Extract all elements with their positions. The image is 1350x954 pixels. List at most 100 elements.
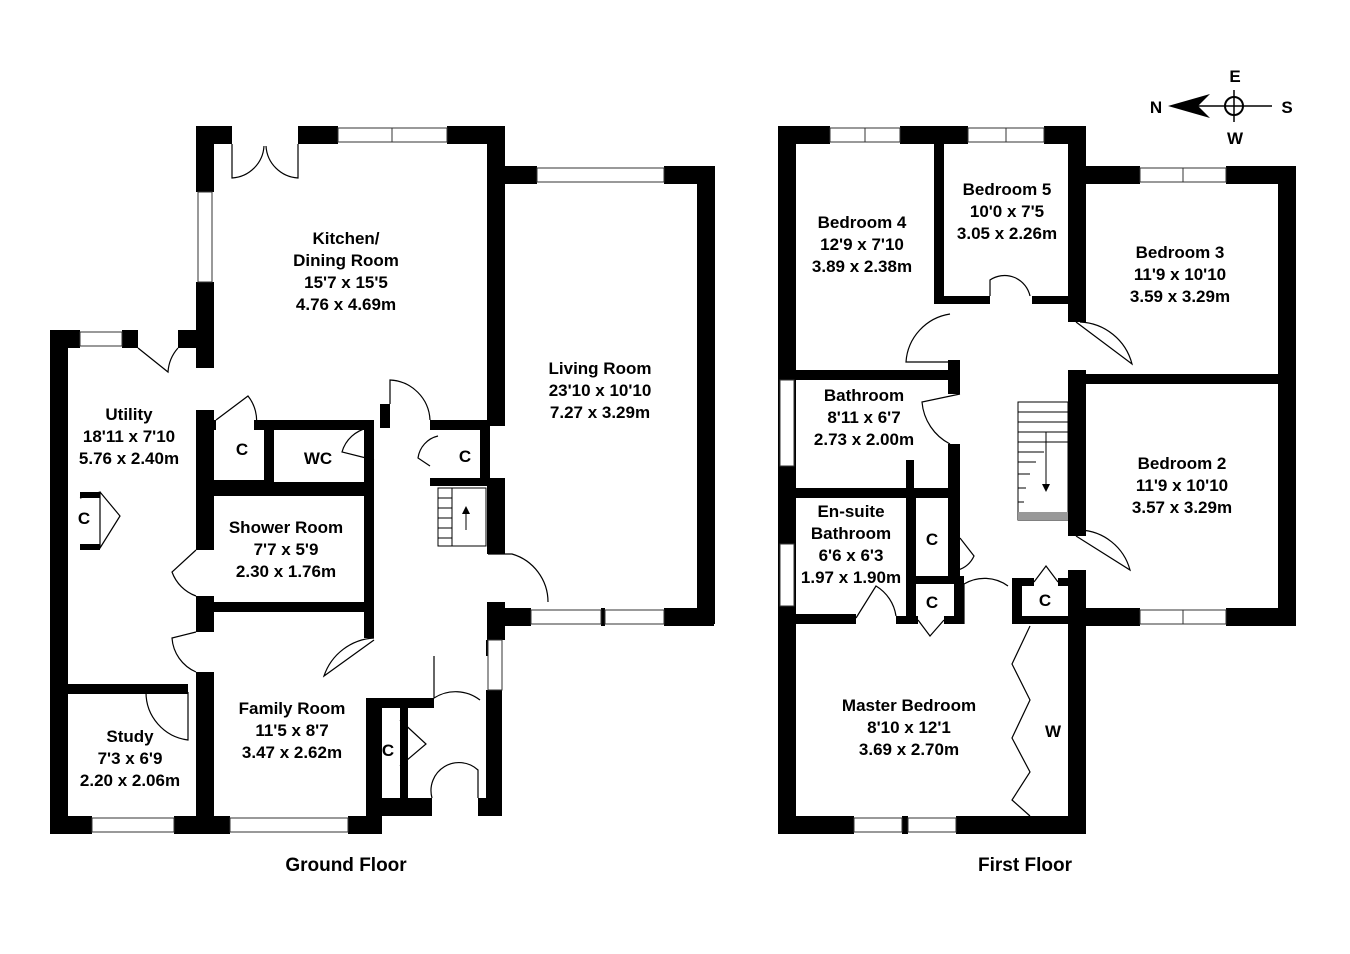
door-swing [171, 549, 197, 597]
wardrobe-label: W [1045, 722, 1062, 741]
wall [778, 816, 854, 834]
wall [430, 478, 490, 486]
wall [487, 478, 505, 554]
door-swing [430, 761, 479, 799]
wall [178, 330, 214, 348]
bed2-imperial: 11'9 x 10'10 [1136, 476, 1228, 495]
master-metric: 3.69 x 2.70m [859, 740, 959, 759]
door-swing [322, 637, 375, 678]
wall [906, 488, 916, 624]
wall [480, 420, 490, 486]
wall [902, 816, 908, 834]
ensuite-metric: 1.97 x 1.90m [801, 568, 901, 587]
compass-e: E [1229, 67, 1240, 86]
bed4-imperial: 12'9 x 7'10 [820, 235, 904, 254]
window [779, 543, 795, 607]
door-swing [341, 427, 375, 461]
wall [1068, 374, 1296, 384]
wall [1058, 578, 1086, 586]
first-floor-windows [779, 127, 1227, 833]
kitchen-name: Kitchen/ [312, 229, 379, 248]
staircase [1017, 401, 1069, 521]
family-metric: 3.47 x 2.62m [242, 743, 342, 762]
shower-metric: 2.30 x 1.76m [236, 562, 336, 581]
bed5-name: Bedroom 5 [963, 180, 1052, 199]
window [530, 609, 602, 625]
wall [1068, 126, 1086, 322]
wall [1068, 570, 1086, 834]
door-swing [145, 691, 189, 741]
study-name: Study [106, 727, 154, 746]
shower-name: Shower Room [229, 518, 343, 537]
shower-imperial: 7'7 x 5'9 [254, 540, 319, 559]
kitchen-imperial: 15'7 x 15'5 [304, 273, 388, 292]
wall [298, 126, 338, 144]
wall [956, 816, 1086, 834]
window [604, 609, 665, 625]
living-metric: 7.27 x 3.29m [550, 403, 650, 422]
kitchen-metric: 4.76 x 4.69m [296, 295, 396, 314]
kitchen-name-2: Dining Room [293, 251, 399, 270]
door-swing [389, 379, 431, 421]
bed3-imperial: 11'9 x 10'10 [1134, 265, 1226, 284]
window [779, 379, 795, 467]
wall [122, 330, 138, 348]
wall [366, 798, 432, 816]
window [907, 817, 957, 833]
wall [214, 480, 274, 490]
ground-stairs [437, 487, 487, 547]
door-swing [171, 631, 197, 673]
compass-w: W [1227, 129, 1244, 148]
wall [1032, 296, 1076, 304]
cupboard-label: C [926, 593, 938, 612]
wall [697, 166, 715, 624]
cupboard-door [399, 719, 427, 767]
window [229, 817, 349, 833]
window [536, 167, 665, 183]
utility-imperial: 18'11 x 7'10 [83, 427, 175, 446]
wall [50, 330, 68, 832]
window [79, 331, 123, 347]
door-swing [137, 347, 179, 374]
wall [196, 596, 214, 632]
stair-arrow-head [1042, 484, 1050, 492]
door-swing [855, 585, 897, 619]
stair-arrow-head [462, 506, 470, 514]
wall [664, 608, 714, 626]
wall [954, 576, 964, 624]
cupboard-label: C [926, 530, 938, 549]
stair-landing [1018, 512, 1068, 520]
wall [934, 296, 990, 304]
wall [906, 576, 962, 584]
wall [944, 616, 964, 624]
wall [196, 420, 216, 430]
window [91, 817, 175, 833]
wall [400, 708, 408, 798]
study-imperial: 7'3 x 6'9 [98, 749, 163, 768]
bed3-name: Bedroom 3 [1136, 243, 1225, 262]
wall [50, 816, 92, 834]
door-swing [1075, 321, 1134, 366]
bath-imperial: 8'11 x 6'7 [827, 408, 900, 427]
door-swing [905, 313, 956, 363]
ensuite-imperial: 6'6 x 6'3 [819, 546, 884, 565]
wall [796, 488, 960, 498]
wall [254, 420, 374, 430]
wall [1012, 578, 1034, 586]
french-door [231, 144, 265, 179]
bed5-metric: 3.05 x 2.26m [957, 224, 1057, 243]
door-swing [215, 395, 258, 429]
wall [1068, 370, 1086, 536]
bed4-name: Bedroom 4 [818, 213, 907, 232]
first-stairs [1017, 401, 1069, 521]
wall [900, 126, 968, 144]
wall [196, 672, 214, 832]
door-swing [417, 435, 439, 467]
wall [487, 608, 531, 626]
family-name: Family Room [239, 699, 346, 718]
study-metric: 2.20 x 2.06m [80, 771, 180, 790]
master-name: Master Bedroom [842, 696, 976, 715]
wall [196, 410, 214, 550]
door-swing [921, 393, 961, 445]
